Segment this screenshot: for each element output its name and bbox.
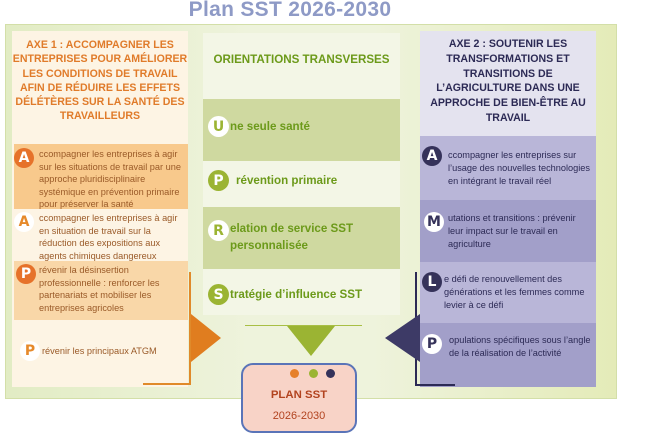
orientation-item-4-text: tratégie d’influence SST [230, 288, 363, 301]
axe2-title: AXE 2 : SOUTENIR LES TRANSFORMATIONS ET … [430, 38, 586, 124]
arrow-left-icon [385, 314, 420, 362]
letter-a-badge-icon: A [14, 148, 34, 168]
axe1-item-4: P révenir les principaux ATGM [14, 320, 188, 385]
arrow-right-icon [191, 314, 221, 362]
axe2-bracket-connector [415, 272, 455, 386]
plan-title: PLAN SST [270, 389, 328, 401]
green-dot-icon [309, 369, 318, 378]
axe2-item-4-text: opulations spécifiques sous l’angle de l… [449, 335, 591, 358]
orientations-title: ORIENTATIONS TRANSVERSES [213, 53, 390, 66]
axe1-bracket-connector [143, 272, 191, 385]
navy-dot-icon [326, 369, 335, 378]
page-title: Plan SST 2026-2030 [188, 0, 392, 21]
axe2-band-3 [420, 262, 596, 323]
axe2-item-1-text: ccompagner les entreprises sur l’usage d… [448, 150, 590, 186]
axe1-item-3: P révenir la désinsertion professionnell… [14, 261, 188, 320]
axe1-item-1: A ccompagner les entreprises à agir sur … [14, 144, 188, 209]
letter-s-badge-icon: S [208, 284, 229, 305]
axe2-item-2-text: utations et transitions : prévenir leur … [448, 213, 576, 249]
letter-p-badge-icon: P [20, 341, 40, 361]
axe1-title: AXE 1 : ACCOMPAGNER LES ENTREPRISES POUR… [12, 39, 188, 123]
axe1-item-2-text: ccompagner les entreprises à agir en sit… [39, 213, 178, 261]
letter-l-badge-icon: L [422, 272, 442, 292]
axe1-item-3-text: révenir la désinsertion professionnelle … [39, 265, 160, 313]
axe2-item-3-text: e défi de renouvellement des générations… [444, 274, 585, 310]
letter-m-badge-icon: M [424, 212, 444, 232]
letter-p-badge-icon: P [422, 334, 442, 354]
axe1-item-4-text: révenir les principaux ATGM [42, 346, 157, 356]
axe1-item-2: A ccompagner les entreprises à agir en s… [14, 209, 188, 261]
orientation-item-1-text: ne seule santé [230, 120, 310, 133]
orientation-item-3-text: elation de service SST personnalisée [230, 222, 354, 252]
orientation-band-1 [203, 99, 400, 161]
orientation-band-3 [203, 207, 400, 269]
orientation-item-2-text: révention primaire [236, 174, 338, 187]
letter-p-badge-icon: P [208, 170, 229, 191]
letter-a-badge-icon: A [422, 146, 442, 166]
letter-a-badge-icon: A [14, 212, 34, 232]
letter-p-badge-icon: P [16, 264, 36, 284]
plan-years: 2026-2030 [272, 410, 326, 422]
orange-dot-icon [290, 369, 299, 378]
axe2-band-4 [420, 323, 596, 387]
letter-r-badge-icon: R [208, 220, 229, 241]
plan-sst-box [241, 363, 357, 433]
axe2-band-1 [420, 136, 596, 200]
letter-u-badge-icon: U [208, 116, 229, 137]
arrow-down-icon [287, 326, 335, 356]
axe2-band-2 [420, 200, 596, 262]
orientations-connector-line [245, 325, 362, 326]
axe1-item-1-text: ccompagner les entreprises à agir sur le… [39, 149, 181, 210]
